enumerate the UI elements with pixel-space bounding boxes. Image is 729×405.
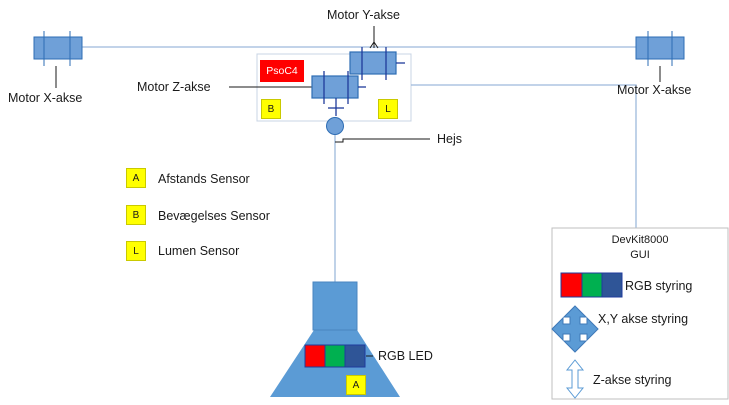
hejs-label: Hejs [437, 132, 463, 146]
gui-rgb-label: RGB styring [625, 279, 693, 293]
devkit-title-line2: GUI [630, 249, 650, 261]
motor-y-label: Motor Y-akse [327, 8, 400, 22]
motor-y [349, 26, 405, 80]
badge-b: B [261, 99, 281, 119]
cable-to-devkit [411, 84, 637, 228]
legend-label-b: Bevægelses Sensor [158, 209, 270, 223]
motor-x-left [33, 31, 83, 88]
lamp [270, 281, 400, 397]
legend-key-l: L [126, 241, 146, 261]
legend-key-a: A [126, 168, 146, 188]
devkit-title: DevKit8000 GUI [552, 233, 728, 263]
psoc-chip: PsoC4 [260, 60, 304, 82]
legend-label-a: Afstands Sensor [158, 172, 250, 186]
motor-x-right-label: Motor X-akse [617, 83, 692, 97]
legend-key-b: B [126, 205, 146, 225]
motor-x-left-label: Motor X-akse [8, 91, 83, 105]
motor-z [229, 71, 366, 116]
gui-xy-label: X,Y akse styring [598, 312, 689, 326]
legend-label-l: Lumen Sensor [158, 244, 240, 258]
move-arrows-icon [551, 305, 599, 353]
gui-z-label: Z-akse styring [593, 373, 672, 387]
vertical-arrows-icon [565, 359, 585, 399]
gui-rgb-swatch [560, 272, 623, 298]
rgb-led-label: RGB LED [378, 349, 433, 363]
motor-z-label: Motor Z-akse [137, 80, 211, 94]
hoist [326, 117, 430, 282]
motor-x-right [635, 31, 685, 82]
badge-l: L [378, 99, 398, 119]
lamp-badge-a: A [346, 375, 366, 395]
devkit-title-line1: DevKit8000 [611, 234, 669, 246]
